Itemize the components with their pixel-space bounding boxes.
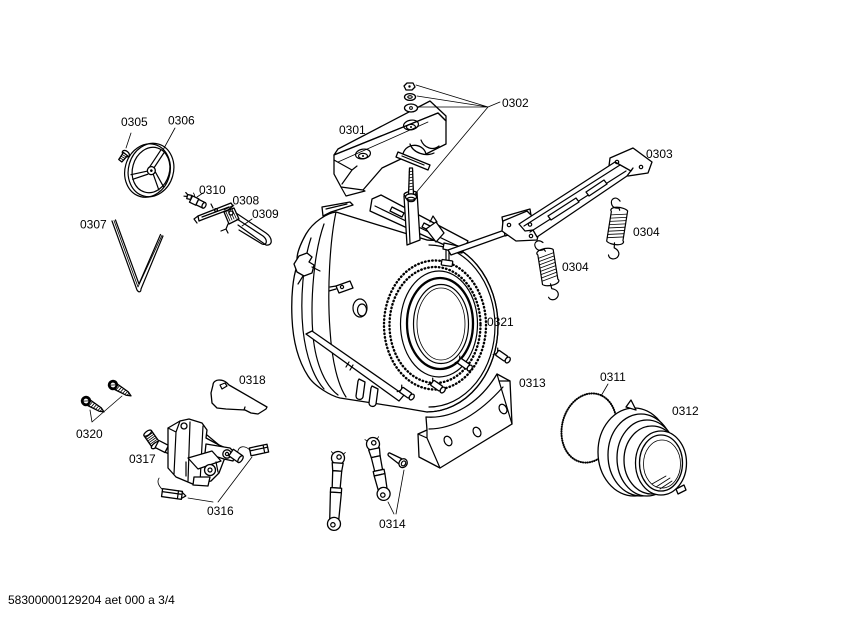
svg-text:0310: 0310 [199,183,226,197]
svg-text:0305: 0305 [121,115,148,129]
svg-text:0311: 0311 [600,370,626,384]
svg-text:0318: 0318 [239,373,266,387]
svg-text:0304: 0304 [633,225,660,239]
svg-text:58300000129204 aet 000 a 3/4: 58300000129204 aet 000 a 3/4 [8,593,175,607]
svg-text:0314: 0314 [379,517,406,531]
svg-text:0304: 0304 [562,260,589,274]
svg-text:0301: 0301 [339,123,366,137]
svg-text:0308: 0308 [233,194,260,208]
svg-text:0321: 0321 [487,315,514,329]
svg-text:0320: 0320 [76,427,103,441]
svg-text:0312: 0312 [672,404,699,418]
svg-text:0302: 0302 [502,96,529,110]
svg-text:0303: 0303 [646,147,673,161]
svg-text:0313: 0313 [519,376,546,390]
svg-text:0307: 0307 [80,218,107,232]
svg-text:0316: 0316 [207,504,234,518]
svg-text:0306: 0306 [168,114,195,128]
svg-text:0309: 0309 [252,207,279,221]
svg-text:0317: 0317 [129,452,156,466]
